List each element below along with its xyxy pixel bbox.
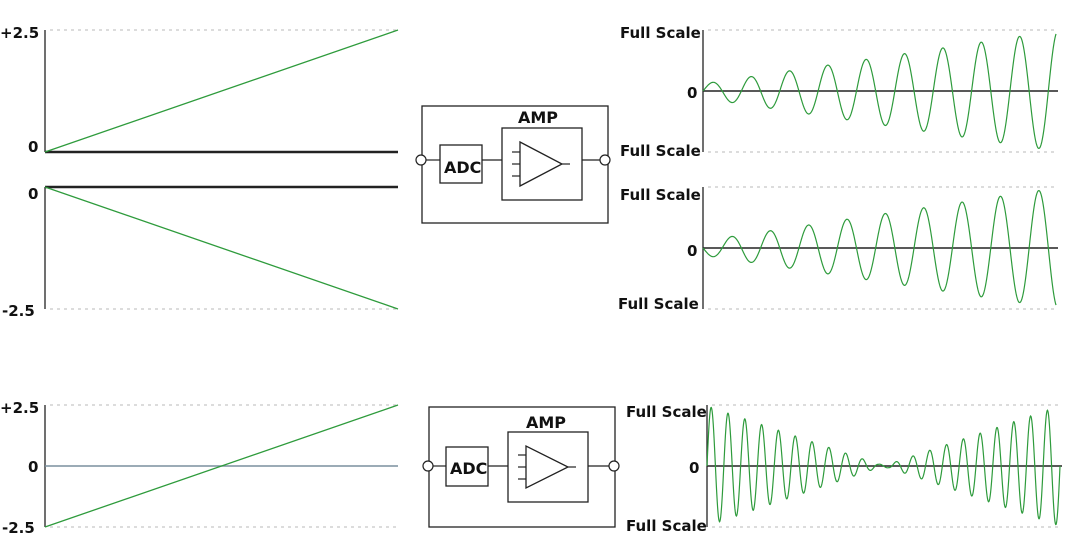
amp-label: AMP bbox=[518, 108, 558, 127]
ramp-down-line bbox=[44, 186, 399, 310]
output-terminal bbox=[599, 154, 611, 166]
input-plot-negative: 0 -2.5 bbox=[2, 185, 399, 320]
output-plot-bottom: Full Scale 0 Full Scale bbox=[626, 403, 1062, 535]
amplifier-symbol bbox=[512, 140, 570, 188]
input-terminal bbox=[415, 154, 427, 166]
waveform-growing-inverted bbox=[702, 189, 1057, 306]
zero-label: 0 bbox=[28, 138, 38, 156]
waveform-growing bbox=[702, 33, 1057, 150]
bottom-value-label: -2.5 bbox=[2, 519, 35, 537]
adc-box bbox=[439, 144, 483, 184]
output-terminal bbox=[608, 460, 620, 472]
input-plot-positive: +2.5 0 bbox=[0, 24, 399, 156]
bottom-value-label: -2.5 bbox=[2, 302, 35, 320]
adc-label: ADC bbox=[450, 459, 487, 478]
amp-label: AMP bbox=[526, 413, 566, 432]
zero-label: 0 bbox=[689, 459, 699, 477]
full-scale-bottom-label: Full Scale bbox=[620, 142, 701, 160]
output-plot-first: Full Scale 0 Full Scale bbox=[620, 24, 1058, 160]
full-scale-bottom-label: Full Scale bbox=[626, 517, 707, 535]
full-scale-top-label: Full Scale bbox=[626, 403, 707, 421]
amplifier-symbol bbox=[518, 444, 576, 490]
input-plot-bipolar: +2.5 0 -2.5 bbox=[0, 399, 399, 537]
top-value-label: +2.5 bbox=[0, 24, 39, 42]
adc-amp-block-top: ADC AMP bbox=[415, 105, 611, 224]
waveform-v-envelope bbox=[706, 406, 1061, 526]
adc-box bbox=[445, 446, 489, 487]
ramp-bipolar-line bbox=[44, 404, 399, 528]
zero-label: 0 bbox=[687, 242, 697, 260]
ramp-up-line bbox=[44, 29, 399, 153]
zero-label: 0 bbox=[687, 84, 697, 102]
full-scale-bottom-label: Full Scale bbox=[618, 295, 699, 313]
zero-label: 0 bbox=[28, 185, 38, 203]
input-terminal bbox=[422, 460, 434, 472]
top-value-label: +2.5 bbox=[0, 399, 39, 417]
zero-label: 0 bbox=[28, 458, 38, 476]
full-scale-top-label: Full Scale bbox=[620, 186, 701, 204]
adc-amp-block-bottom: ADC AMP bbox=[422, 406, 620, 528]
adc-label: ADC bbox=[444, 158, 481, 177]
output-plot-second: Full Scale 0 Full Scale bbox=[618, 186, 1058, 313]
full-scale-top-label: Full Scale bbox=[620, 24, 701, 42]
